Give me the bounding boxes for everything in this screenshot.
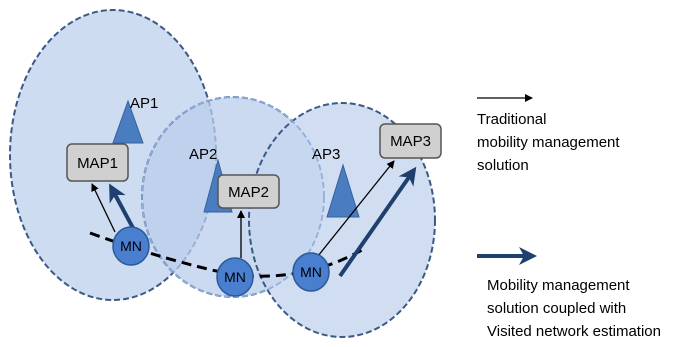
legend-coupled-line-3: Visited network estimation [487,323,661,340]
mn-node-2: MN [216,257,254,297]
ap1-triangle [112,99,144,144]
mn-node-3: MN [292,252,330,292]
legend-coupled-line-1: Mobility management [487,277,630,294]
mn-label-2: MN [224,269,246,285]
map2-node: MAP2 [217,174,280,209]
ap2-label: AP2 [189,146,217,163]
map1-node: MAP1 [66,143,129,182]
legend-traditional-line-1: Traditional [477,111,546,128]
thin-arrow-mn3-map3 [317,160,395,257]
map3-label: MAP3 [390,133,431,150]
ap3-triangle [326,163,360,218]
thin-arrow-mn1-map1 [91,183,116,233]
legend-traditional-line-2: mobility management [477,134,620,151]
mn-node-1: MN [112,226,150,266]
thick-arrow-mn1-map1 [109,183,135,229]
map1-label: MAP1 [77,155,118,172]
mn-label-1: MN [120,238,142,254]
legend-traditional-line-3: solution [477,157,529,174]
ap3-label: AP3 [312,146,340,163]
thick-arrow-mn3-map3 [338,166,417,278]
map3-node: MAP3 [379,123,442,159]
mn-label-3: MN [300,264,322,280]
map2-label: MAP2 [228,184,269,201]
ap1-label: AP1 [130,95,158,112]
cell-ap2-overlap-outline [141,96,325,298]
legend-coupled-line-2: solution coupled with [487,300,626,317]
